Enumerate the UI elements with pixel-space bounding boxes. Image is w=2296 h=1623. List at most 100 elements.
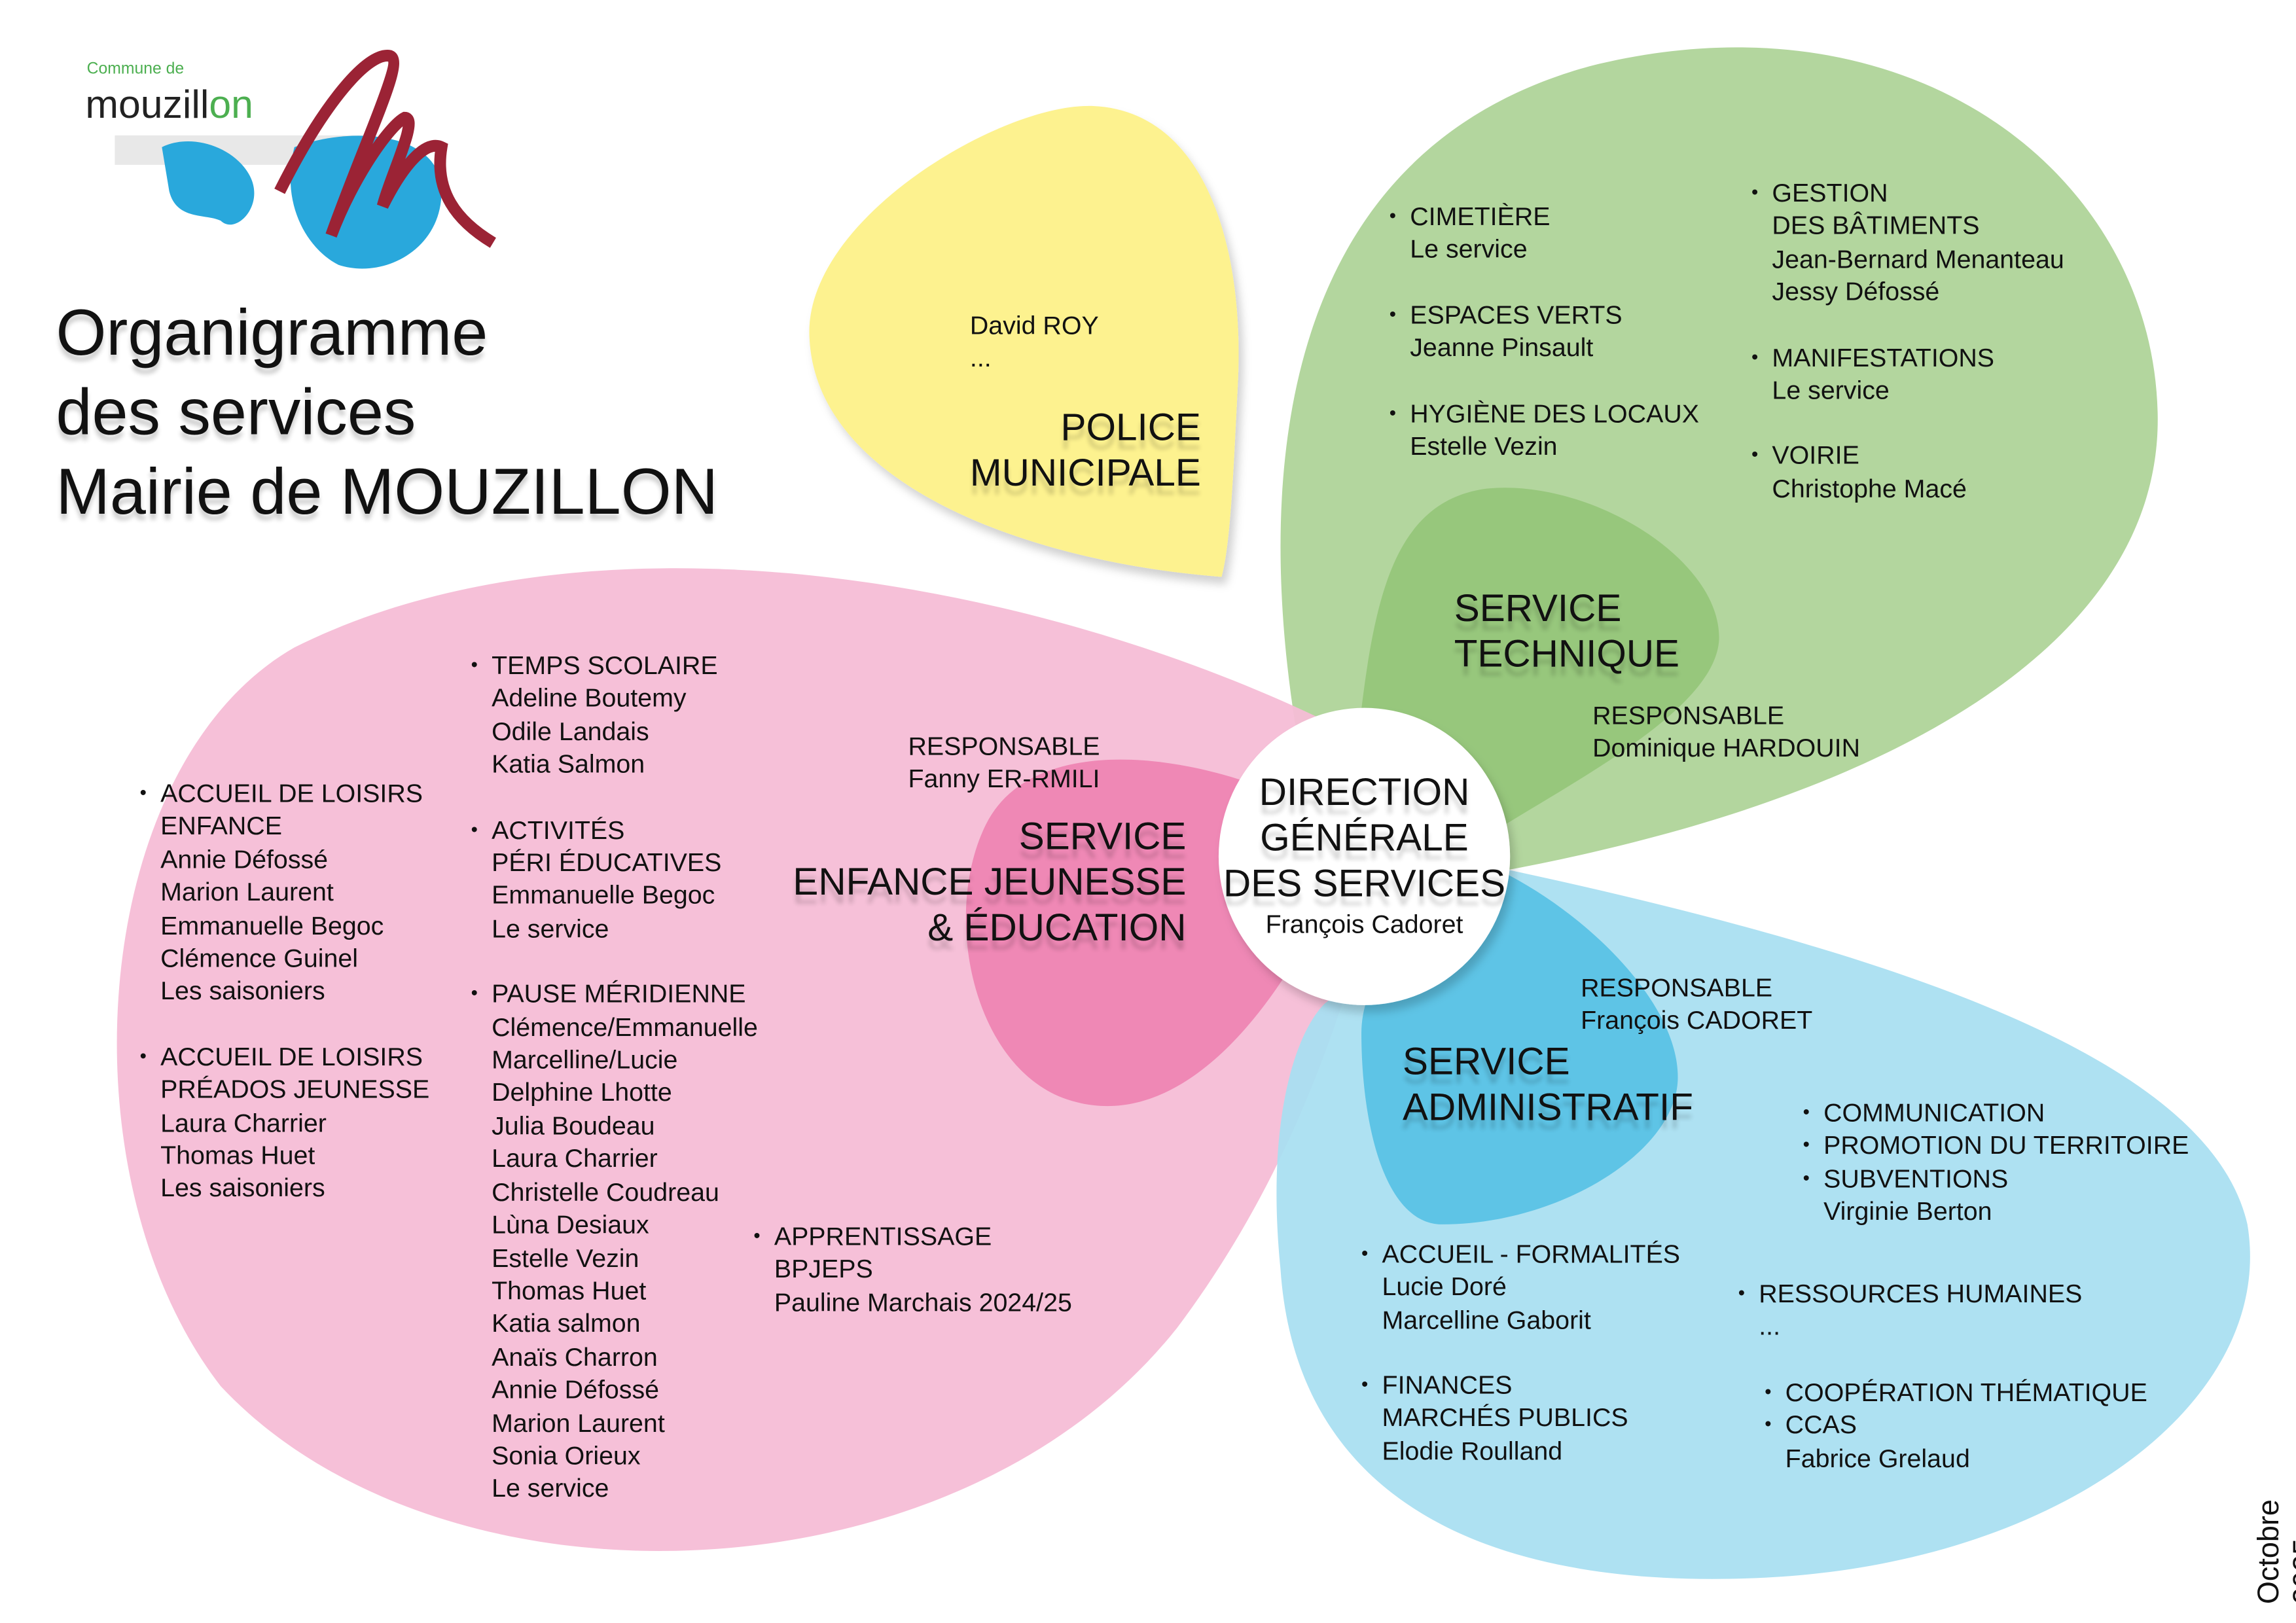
person: Jean-Bernard Menanteau <box>1772 243 2064 274</box>
title-line: DES SERVICES <box>1223 861 1506 905</box>
admin-ccas: COOPÉRATION THÉMATIQUECCASFabrice Grelau… <box>1765 1376 2147 1475</box>
person: Marion Laurent <box>160 877 334 907</box>
person: Estelle Vezin <box>492 1243 639 1273</box>
group-title: PRÉADOS JEUNESSE <box>160 1075 430 1105</box>
person: Laura Charrier <box>160 1107 327 1137</box>
person: Le service <box>492 1473 609 1503</box>
group-title: ACCUEIL - FORMALITÉS <box>1361 1238 1680 1271</box>
title-line: ADMINISTRATIF <box>1403 1084 1693 1129</box>
group-title: ENFANCE <box>160 811 282 841</box>
person: Lucie Doré <box>1382 1272 1507 1302</box>
person: Julia Boudeau <box>492 1111 655 1141</box>
group-title: RESSOURCES HUMAINES <box>1738 1277 2083 1311</box>
person: ... <box>969 343 992 373</box>
person: Clémence Guinel <box>160 943 358 973</box>
title-line: & ÉDUCATION <box>927 904 1187 950</box>
group-title: ACCUEIL DE LOISIRS <box>140 777 430 810</box>
group: PAUSE MÉRIDIENNEClémence/EmmanuelleMarce… <box>471 978 758 1505</box>
person: Pauline Marchais 2024/25 <box>774 1287 1072 1317</box>
person: Clémence/Emmanuelle <box>492 1012 758 1042</box>
person: Elodie Roulland <box>1382 1436 1563 1466</box>
group-title: PÉRI ÉDUCATIVES <box>492 847 722 878</box>
group-title: GESTION <box>1751 177 2064 210</box>
group-title: PROMOTION DU TERRITOIRE <box>1803 1130 2189 1163</box>
commune-logo: Commune de mouzillon <box>73 44 515 287</box>
person: Emmanuelle Begoc <box>492 880 715 910</box>
police-petal <box>809 105 1239 577</box>
person: Thomas Huet <box>492 1275 647 1306</box>
person: ... <box>1759 1311 1781 1342</box>
group-title: SUBVENTIONS <box>1803 1162 2189 1196</box>
title-line: SERVICE <box>1454 585 1622 630</box>
person: Annie Défossé <box>492 1374 660 1404</box>
title-line: SERVICE <box>1403 1039 1570 1084</box>
person: Katia salmon <box>492 1308 641 1338</box>
group-title: ACCUEIL DE LOISIRS <box>140 1040 430 1073</box>
person: Jeanne Pinsault <box>1410 332 1594 363</box>
title-line: des services <box>56 376 416 449</box>
group-title: COMMUNICATION <box>1803 1096 2189 1130</box>
person: Odile Landais <box>492 716 649 746</box>
person: Laura Charrier <box>492 1143 658 1173</box>
group-title: ACTIVITÉS <box>471 813 758 847</box>
direction-circle <box>1218 707 1511 1005</box>
person: Les saisoniers <box>160 1173 325 1204</box>
resp-name: Dominique HARDOUIN <box>1592 733 1861 763</box>
title-line: MUNICIPALE <box>969 450 1201 495</box>
enfance-responsable: RESPONSABLE Fanny ER-RMILI <box>908 730 1100 796</box>
admin-rh: RESSOURCES HUMAINES... <box>1738 1277 2083 1344</box>
person: Anaïs Charron <box>492 1342 658 1372</box>
title-line: GÉNÉRALE <box>1260 815 1469 860</box>
date-label: Octobre 2025 <box>2253 1499 2296 1605</box>
person: Marion Laurent <box>492 1407 665 1437</box>
enfance-core <box>965 759 1295 1107</box>
person: Le service <box>1410 234 1528 264</box>
group-title: MANIFESTATIONS <box>1751 341 2064 374</box>
group-title: VOIRIE <box>1751 439 2064 473</box>
person: Emmanuelle Begoc <box>160 910 384 940</box>
person: Marcelline Gaborit <box>1382 1305 1591 1335</box>
police-members: David ROY ... <box>970 309 1099 375</box>
group-title: ESPACES VERTS <box>1390 298 1699 332</box>
group-title: DES BÂTIMENTS <box>1772 211 1980 241</box>
person: Lùna Desiaux <box>492 1209 649 1240</box>
group-title: PAUSE MÉRIDIENNE <box>471 978 758 1011</box>
person: Annie Défossé <box>160 844 329 874</box>
title-line: Organigramme <box>56 297 488 370</box>
person: Fabrice Grelaud <box>1785 1443 1970 1473</box>
logo-graphic <box>115 50 496 269</box>
group-title: CIMETIÈRE <box>1390 200 1699 234</box>
resp-label: RESPONSABLE <box>908 731 1100 761</box>
person: Sonia Orieux <box>492 1440 641 1471</box>
title-line: ENFANCE JEUNESSE <box>793 859 1187 904</box>
person: Estelle Vezin <box>1410 431 1558 461</box>
group-title: BPJEPS <box>774 1254 873 1284</box>
person: Le service <box>492 914 609 944</box>
logo-name-green: on <box>209 82 253 127</box>
logo-name-dark: mouzill <box>85 82 209 127</box>
person: Virginie Berton <box>1823 1196 1992 1226</box>
person: Delphine Lhotte <box>492 1078 672 1108</box>
direction-name: François Cadoret <box>1265 909 1463 939</box>
person: Thomas Huet <box>160 1140 315 1170</box>
person: Christelle Coudreau <box>492 1177 719 1207</box>
person: Les saisoniers <box>160 976 325 1006</box>
